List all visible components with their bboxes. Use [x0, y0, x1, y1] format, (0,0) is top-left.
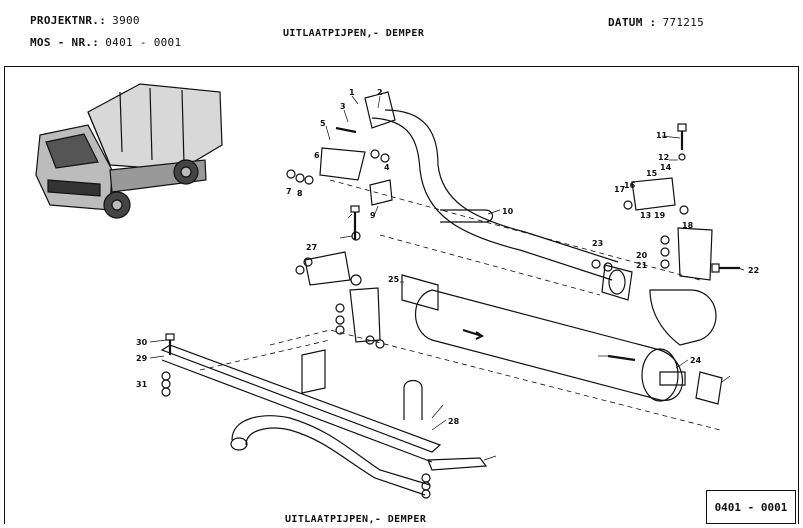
header-divider [4, 66, 799, 67]
callout-1: 1 [349, 88, 355, 97]
mos-label: MOS - NR.: [30, 36, 100, 49]
callout-23: 23 [592, 239, 603, 248]
callout-15: 15 [646, 169, 658, 178]
callout-6: 6 [314, 151, 320, 160]
callout-24: 24 [690, 356, 702, 365]
callout-12: 12 [658, 153, 669, 162]
frame-left-border [4, 66, 5, 524]
callout-27: 27 [306, 243, 317, 252]
callout-30: 30 [136, 338, 148, 347]
callout-2: 2 [377, 88, 383, 97]
mos-number: MOS - NR.: 0401 - 0001 [30, 36, 181, 49]
callout-18: 18 [682, 221, 694, 230]
callout-4: 4 [384, 163, 390, 172]
callout-7: 7 [286, 187, 292, 196]
callout-8: 8 [297, 189, 303, 198]
frame-right-border [798, 66, 799, 524]
reference-number-box: 0401 - 0001 [706, 490, 796, 524]
callout-19: 19 [654, 211, 666, 220]
callout-11: 11 [656, 131, 668, 140]
callout-17: 17 [614, 185, 625, 194]
page-title-bottom: UITLAATPIJPEN,- DEMPER [285, 514, 427, 525]
callout-13: 13 [640, 211, 651, 220]
callout-16: 16 [624, 181, 636, 190]
callout-21: 21 [636, 261, 648, 270]
truck-illustration [35, 83, 223, 219]
datum-value: 771215 [662, 16, 705, 29]
mos-value: 0401 - 0001 [105, 36, 182, 49]
project-number: PROJEKTNR.: 3900 [30, 14, 140, 27]
callout-22: 22 [748, 266, 759, 275]
callout-31: 31 [136, 380, 148, 389]
callout-25: 25 [388, 275, 400, 284]
callout-29: 29 [136, 354, 148, 363]
datum: DATUM : 771215 [608, 16, 704, 29]
callout-14: 14 [660, 163, 672, 172]
callout-10: 10 [502, 207, 514, 216]
project-label: PROJEKTNR.: [30, 14, 107, 27]
callout-28: 28 [448, 417, 460, 426]
callout-5: 5 [320, 119, 326, 128]
page-title-top: UITLAATPIJPEN,- DEMPER [283, 28, 425, 39]
callout-20: 20 [636, 251, 648, 260]
callout-3: 3 [340, 102, 346, 111]
datum-label: DATUM : [608, 16, 657, 29]
project-value: 3900 [112, 14, 140, 27]
callout-9: 9 [370, 211, 376, 220]
